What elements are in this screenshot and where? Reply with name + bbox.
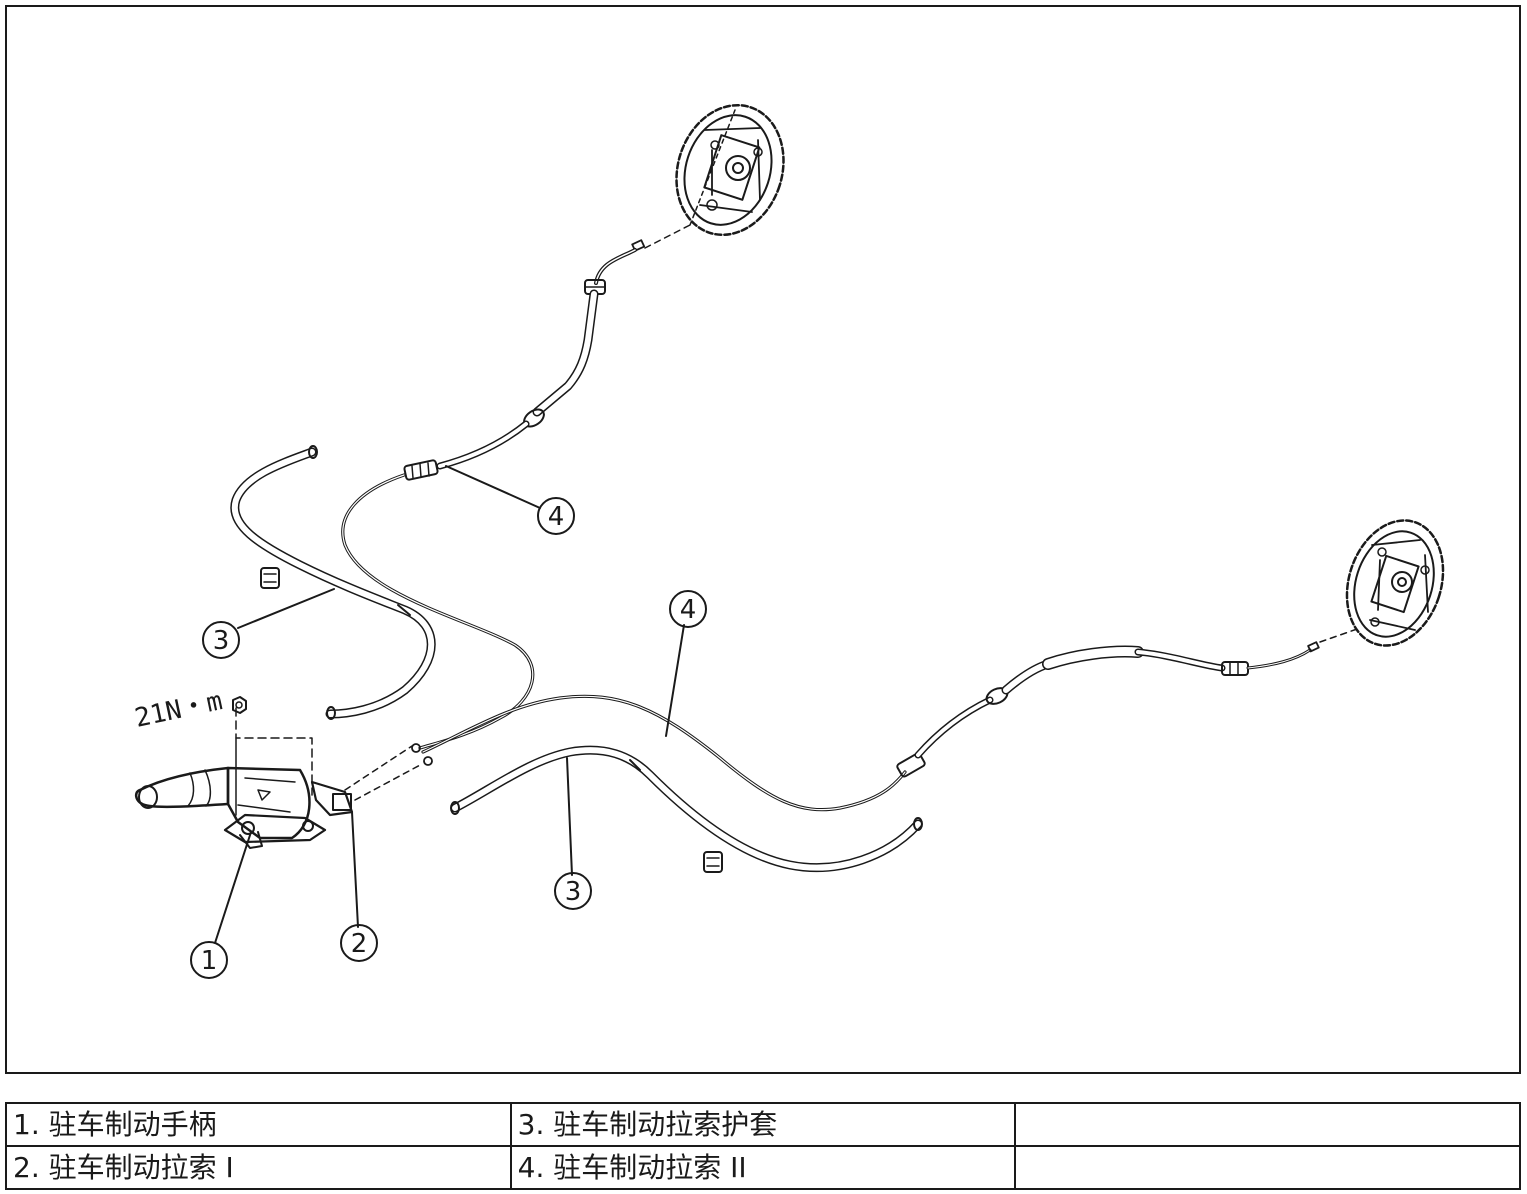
hex-nut-icon <box>232 696 247 714</box>
legend-cell <box>1014 1102 1521 1147</box>
callout-4-lower: 4 <box>669 590 707 628</box>
brake-backing-plate-lower <box>1345 519 1445 647</box>
parking-brake-cable-lower <box>421 627 1361 812</box>
cable-sheath-upper <box>230 445 436 720</box>
brake-backing-plate-upper <box>675 103 785 237</box>
legend-row: 1. 驻车制动手柄 3. 驻车制动拉索护套 <box>5 1102 1521 1147</box>
svg-text:1: 1 <box>201 946 218 976</box>
legend-cell: 1. 驻车制动手柄 <box>5 1102 512 1147</box>
legend-cell: 2. 驻车制动拉索 I <box>5 1145 512 1190</box>
svg-text:4: 4 <box>548 502 565 532</box>
legend-cell: 3. 驻车制动拉索护套 <box>509 1102 1017 1147</box>
diagram-frame <box>5 5 1521 1074</box>
callout-2: 2 <box>340 924 378 962</box>
cable-sheath-lower <box>450 745 923 873</box>
cable-clip-lower <box>703 851 723 873</box>
svg-text:3: 3 <box>565 877 582 907</box>
svg-text:2: 2 <box>351 929 368 959</box>
svg-text:3: 3 <box>213 626 230 656</box>
svg-text:4: 4 <box>680 595 697 625</box>
cable-clip-upper <box>260 567 280 589</box>
legend-cell: 4. 驻车制动拉索 II <box>509 1145 1017 1190</box>
parking-brake-cable-upper <box>341 224 691 753</box>
parking-brake-exploded-diagram: 4 3 4 3 1 2 21N・m <box>132 103 1445 979</box>
torque-spec-label: 21N・m <box>132 686 225 734</box>
legend-row: 2. 驻车制动拉索 I 4. 驻车制动拉索 II <box>5 1145 1521 1190</box>
parts-legend-table: 1. 驻车制动手柄 3. 驻车制动拉索护套 2. 驻车制动拉索 I 4. 驻车制… <box>5 1102 1521 1190</box>
callout-3-lower: 3 <box>554 872 592 910</box>
leader-lines <box>214 465 685 944</box>
legend-cell <box>1014 1145 1521 1190</box>
parking-brake-lever <box>134 707 423 849</box>
callout-4-upper: 4 <box>537 497 575 535</box>
callout-1: 1 <box>190 941 228 979</box>
callout-3-upper: 3 <box>202 621 240 659</box>
